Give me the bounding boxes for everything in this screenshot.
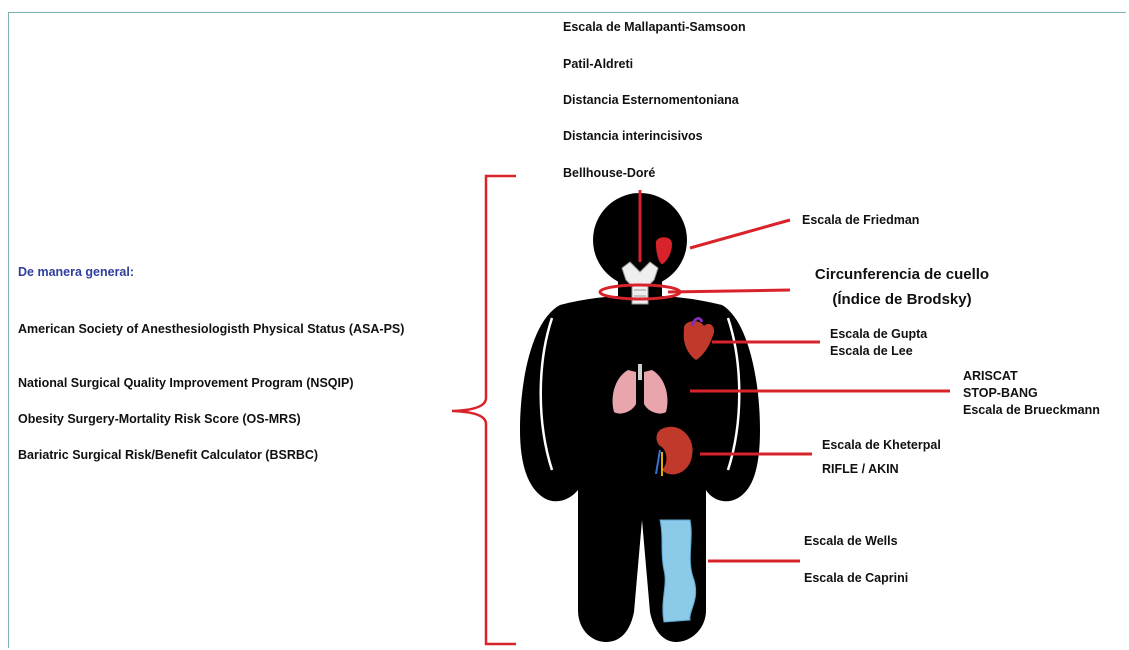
label-lung: ARISCAT STOP-BANG Escala de Brueckmann [963,368,1100,419]
list-item-osmrs: Obesity Surgery-Mortality Risk Score (OS… [18,411,301,428]
airway-scale-bellhouse: Bellhouse-Doré [563,166,655,180]
label-lee: Escala de Lee [830,343,927,360]
label-wells: Escala de Wells [804,533,898,550]
label-rifle: RIFLE / AKIN [822,457,941,481]
list-item-asa: American Society of Anesthesiologisth Ph… [18,321,428,338]
label-caprini: Escala de Caprini [804,570,908,587]
list-item-label: American Society of Anesthesiologisth Ph… [18,321,428,338]
label-neck-line2: (Índice de Brodsky) [795,287,1009,312]
label-friedman: Escala de Friedman [802,212,919,229]
label-gupta: Escala de Gupta [830,326,927,343]
label-ariscat: ARISCAT [963,368,1100,385]
list-item-nsqip: National Surgical Quality Improvement Pr… [18,375,354,392]
label-neck: Circunferencia de cuello (Índice de Brod… [795,262,1009,312]
label-heart: Escala de Gupta Escala de Lee [830,326,927,360]
general-heading: De manera general: [18,264,134,281]
list-item-bsrbc: Bariatric Surgical Risk/Benefit Calculat… [18,447,318,464]
airway-scale-patil: Patil-Aldreti [563,57,633,71]
label-brueckmann: Escala de Brueckmann [963,402,1100,419]
label-kidney: Escala de Kheterpal RIFLE / AKIN [822,433,941,481]
label-stopbang: STOP-BANG [963,385,1100,402]
label-kheterpal: Escala de Kheterpal [822,433,941,457]
label-neck-line1: Circunferencia de cuello [795,262,1009,287]
airway-scale-interincisor: Distancia interincisivos [563,129,703,143]
airway-scale-mallampati: Escala de Mallapanti-Samsoon [563,20,746,34]
left-brace [452,176,516,644]
leg-vein-icon [660,520,696,622]
airway-scale-sternomental: Distancia Esternomentoniana [563,93,739,107]
